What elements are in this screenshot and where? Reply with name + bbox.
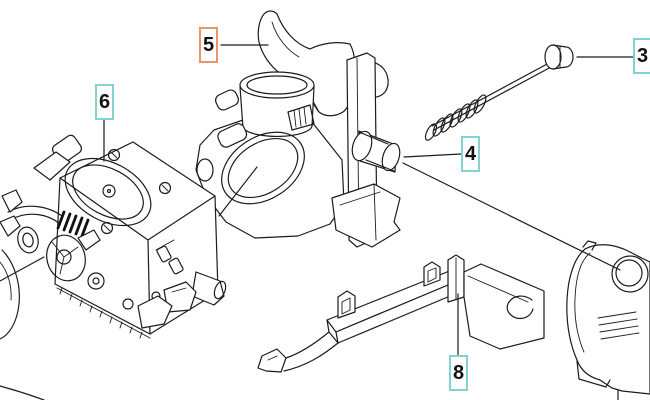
part-label-6[interactable]: 6 — [95, 84, 114, 120]
leader-line-left-exit — [0, 256, 45, 282]
part-damper-cylinder — [351, 130, 401, 173]
part-housing-fragment — [566, 240, 650, 400]
part-adjustment-screw — [424, 44, 574, 141]
leader-line-corner — [0, 385, 45, 400]
part-carburetor — [0, 134, 227, 339]
part-throttle-body — [195, 52, 401, 248]
leader-line-bore — [218, 166, 258, 217]
part-label-8[interactable]: 8 — [449, 355, 468, 391]
left-edge-cutoff-shape — [0, 249, 20, 340]
part-label-3[interactable]: 3 — [633, 38, 650, 74]
part-label-5[interactable]: 5 — [199, 27, 218, 63]
leader-line-diagonal — [402, 162, 621, 271]
part-label-4[interactable]: 4 — [461, 136, 480, 172]
part-bracket-rail — [257, 254, 545, 373]
leader-lines — [0, 44, 634, 400]
leader-line-4 — [403, 153, 462, 158]
